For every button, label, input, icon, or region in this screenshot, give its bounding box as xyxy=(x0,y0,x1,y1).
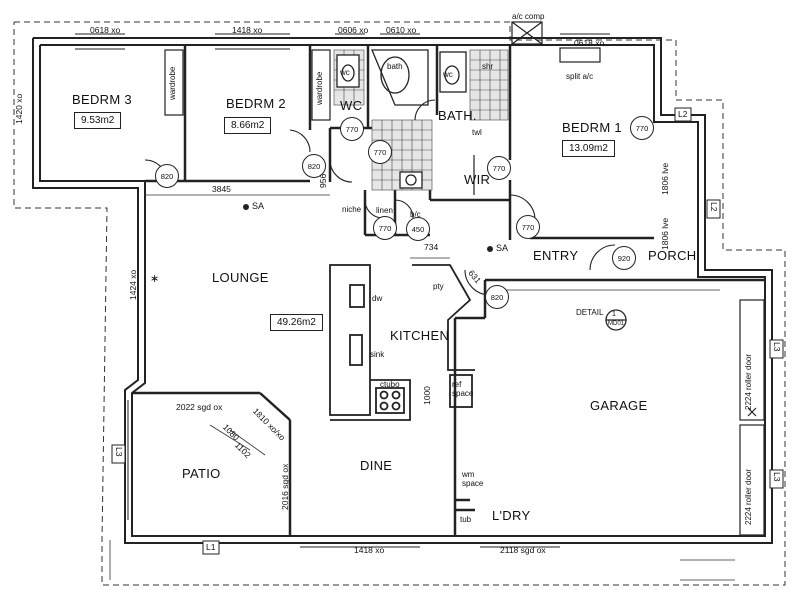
roller-doors xyxy=(739,299,765,536)
room-label-patio: PATIO xyxy=(182,466,221,481)
detail-ref-number: 1 xyxy=(612,311,616,318)
ac-comp-label: a/c comp xyxy=(512,12,545,21)
room-label-bedroom2: BEDRM 2 xyxy=(226,96,286,111)
wardrobes xyxy=(164,49,475,195)
room-label-lounge: LOUNGE xyxy=(212,270,269,285)
kitchen-bench xyxy=(329,264,475,421)
wc-label-toilet: wc xyxy=(340,68,350,77)
wardrobe-label-bed3: wardrobe xyxy=(168,66,177,100)
dim-956: 956 xyxy=(318,173,328,188)
dim-2016-sgd: 2016 sgd ox xyxy=(280,463,290,510)
shower-label: shr xyxy=(482,62,494,71)
exterior-walls xyxy=(32,37,773,544)
dim-2022-sgd: 2022 sgd ox xyxy=(176,402,223,412)
roller-door-label-2: 2224 roller door xyxy=(744,468,753,525)
smoke-alarm-label-1: SA xyxy=(252,201,265,211)
room-label-dine: DINE xyxy=(360,458,393,473)
area-bedroom1: 13.09m2 xyxy=(562,140,615,157)
dim-top-4: 0610 xo xyxy=(386,25,417,35)
area-bedroom2: 8.66m2 xyxy=(224,117,272,134)
roller-door-label-1: 2224 roller door xyxy=(744,353,753,410)
window-marks xyxy=(75,33,610,548)
door-tag-770-linen: 770 xyxy=(373,216,397,240)
smoke-alarm-label-2: SA xyxy=(496,243,509,253)
door-tag-820-bed2: 820 xyxy=(302,154,326,178)
wardrobe-label-bed2: wardrobe xyxy=(315,71,324,105)
fridge-space-label: ref space xyxy=(452,380,474,398)
dim-left-top: 1420 xo xyxy=(14,93,24,124)
dim-1000: 1000 xyxy=(422,386,432,405)
door-tag-770-ensuite: 770 xyxy=(630,116,654,140)
door-tag-820-garage: 820 xyxy=(485,285,509,309)
detail-label: DETAIL xyxy=(576,308,604,317)
towel-label: twl xyxy=(472,128,482,137)
pantry-label: pty xyxy=(433,282,444,291)
detail-callout xyxy=(605,309,627,331)
room-label-bedroom3: BEDRM 3 xyxy=(72,92,132,107)
eave-outline xyxy=(13,21,786,586)
dim-bottom-2: 2118 sgd ox xyxy=(500,545,546,555)
split-ac-label: split a/c xyxy=(566,72,594,81)
room-label-bedroom1: BEDRM 1 xyxy=(562,120,622,135)
dim-top-5: 0618 xo xyxy=(574,38,605,48)
dishwasher-label: dw xyxy=(372,294,383,303)
dim-top-3: 0606 xo xyxy=(338,25,369,35)
door-tag-920-porch: 920 xyxy=(612,246,636,270)
dim-bottom-1: 1418 xo xyxy=(354,545,385,555)
level-marker-L3-garage-1: L3 xyxy=(772,342,782,352)
room-label-laundry: L'DRY xyxy=(492,508,531,523)
laundry-tub-label: tub xyxy=(460,515,472,524)
area-lounge: 49.26m2 xyxy=(270,314,323,331)
room-label-entry: ENTRY xyxy=(533,248,579,263)
door-tag-450-broom: 450 xyxy=(406,217,430,241)
level-marker-L1: L1 xyxy=(206,542,216,552)
room-label-kitchen: KITCHEN xyxy=(390,328,450,343)
level-marker-L3-patio: L3 xyxy=(114,447,124,457)
sink-label: sink xyxy=(370,350,385,359)
dim-1424: 1424 xo xyxy=(128,269,138,300)
level-marker-L2-side: L2 xyxy=(709,202,719,212)
room-label-porch: PORCH xyxy=(648,248,697,263)
asterisk-marker-lounge: ∗ xyxy=(150,273,160,285)
dim-top-1: 0618 xo xyxy=(90,25,121,35)
cooktop-label: ctubo xyxy=(380,380,400,389)
niche-label: niche xyxy=(342,205,362,214)
room-label-garage: GARAGE xyxy=(590,398,648,413)
door-tag-770-bath: 770 xyxy=(368,140,392,164)
bath-fixtures xyxy=(336,49,467,189)
smoke-alarm-dots xyxy=(243,204,493,252)
dim-3845: 3845 xyxy=(212,184,231,194)
wc-label-bath: wc xyxy=(443,70,453,79)
dim-734: 734 xyxy=(424,242,439,252)
dim-1806-b: 1806 lve xyxy=(660,217,670,250)
area-bedroom3: 9.53m2 xyxy=(74,112,122,129)
room-label-bath: BATH. xyxy=(438,108,477,123)
level-marker-L2-top: L2 xyxy=(678,109,688,119)
door-tag-770-wir: 770 xyxy=(487,156,511,180)
room-label-wc: WC xyxy=(340,98,363,113)
washing-machine-space-label: wm space xyxy=(462,470,484,488)
broom-cupboard-label: b/c xyxy=(410,210,421,219)
dimension-lines xyxy=(109,194,735,581)
door-tag-770-wc: 770 xyxy=(340,117,364,141)
room-label-wir: WIR xyxy=(464,172,491,187)
linen-label: linen xyxy=(376,206,393,215)
bath-label: bath xyxy=(387,62,403,71)
level-marker-L3-garage-2: L3 xyxy=(772,472,782,482)
dim-1806-a: 1806 lve xyxy=(660,162,670,195)
door-tag-820-bed3: 820 xyxy=(155,164,179,188)
level-marker-boxes xyxy=(111,107,784,555)
dim-top-2: 1418 xo xyxy=(232,25,263,35)
door-tag-770-bed1: 770 xyxy=(516,215,540,239)
detail-sheet-ref: MD01 xyxy=(608,321,625,327)
ac-compressor xyxy=(511,21,601,63)
